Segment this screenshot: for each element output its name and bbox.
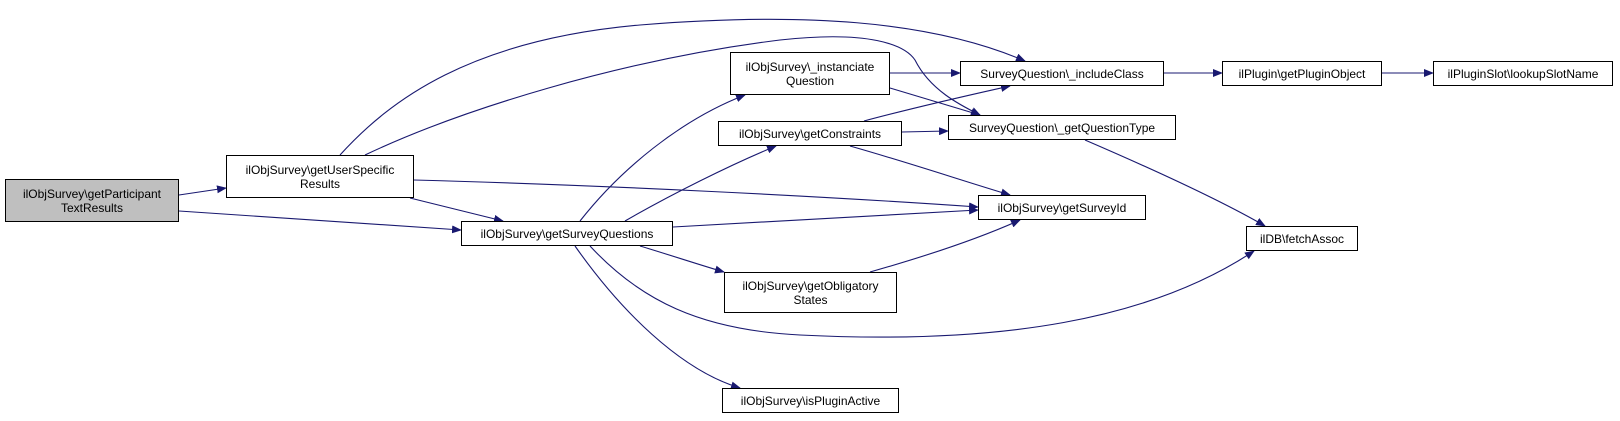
graph-node-getConstraints[interactable]: ilObjSurvey\getConstraints	[718, 121, 902, 146]
edge-getParticipantTextResults-to-getSurveyQuestions	[178, 210, 462, 234]
graph-node-isPluginActive[interactable]: ilObjSurvey\isPluginActive	[722, 388, 899, 413]
edge-getUserSpecificResults-to-getSurveyQuestions	[409, 197, 504, 223]
graph-node-label: SurveyQuestion\_includeClass	[980, 66, 1144, 81]
graph-node-label: Question	[785, 73, 835, 88]
graph-node-includeClass[interactable]: SurveyQuestion\_includeClass	[960, 61, 1164, 86]
edge-layer	[178, 18, 1434, 390]
graph-node-getSurveyQuestions[interactable]: ilObjSurvey\getSurveyQuestions	[461, 221, 673, 246]
edge-getConstraints-to-includeClass	[863, 84, 1011, 122]
edge-getSurveyQuestions-to-getObligatoryStates	[639, 245, 725, 274]
graph-node-getSurveyId[interactable]: ilObjSurvey\getSurveyId	[978, 195, 1146, 220]
graph-node-label: ilObjSurvey\getUserSpecific	[245, 162, 395, 177]
edge-getSurveyQuestions-to-instanciateQuestion	[579, 94, 746, 222]
edge-getUserSpecificResults-to-includeClass	[339, 18, 1026, 156]
graph-node-getPluginObject[interactable]: ilPlugin\getPluginObject	[1222, 61, 1382, 86]
edge-getUserSpecificResults-to-getQuestionType	[364, 36, 981, 156]
graph-node-label: Results	[299, 176, 340, 191]
graph-node-fetchAssoc[interactable]: ilDB\fetchAssoc	[1246, 226, 1358, 251]
edge-getConstraints-to-getSurveyId	[849, 145, 1011, 197]
graph-node-lookupSlotName[interactable]: ilPluginSlot\lookupSlotName	[1433, 61, 1613, 86]
graph-node-getQuestionType[interactable]: SurveyQuestion\_getQuestionType	[948, 115, 1176, 140]
graph-node-label: ilObjSurvey\_instanciate	[745, 59, 875, 74]
edge-getSurveyQuestions-to-isPluginActive	[574, 245, 741, 390]
graph-node-label: ilPlugin\getPluginObject	[1238, 66, 1366, 81]
edge-getParticipantTextResults-to-getUserSpecificResults	[178, 185, 227, 196]
edge-instanciateQuestion-to-getQuestionType	[889, 87, 981, 117]
edge-getConstraints-to-getQuestionType	[901, 127, 949, 136]
graph-node-label: ilObjSurvey\getConstraints	[738, 126, 882, 141]
graph-node-label: ilDB\fetchAssoc	[1259, 231, 1345, 246]
graph-node-label: TextResults	[60, 200, 124, 215]
edge-getSurveyQuestions-to-getConstraints	[624, 145, 777, 222]
graph-node-label: ilObjSurvey\getSurveyId	[997, 200, 1127, 215]
edge-getObligatoryStates-to-getSurveyId	[869, 219, 1021, 273]
edge-getSurveyQuestions-to-fetchAssoc	[589, 245, 1255, 338]
edge-getSurveyQuestions-to-getSurveyId	[672, 206, 979, 228]
graph-node-label: ilObjSurvey\isPluginActive	[740, 393, 881, 408]
graph-node-label: ilPluginSlot\lookupSlotName	[1447, 66, 1599, 81]
graph-node-label: States	[793, 292, 828, 307]
graph-node-label: ilObjSurvey\getParticipant	[22, 186, 162, 201]
graph-node-label: ilObjSurvey\getObligatory	[742, 278, 879, 293]
edge-getUserSpecificResults-to-getSurveyId	[413, 179, 979, 211]
edge-getQuestionType-to-fetchAssoc	[1084, 139, 1266, 227]
graph-node-label: SurveyQuestion\_getQuestionType	[968, 120, 1156, 135]
graph-node-label: ilObjSurvey\getSurveyQuestions	[480, 226, 654, 241]
